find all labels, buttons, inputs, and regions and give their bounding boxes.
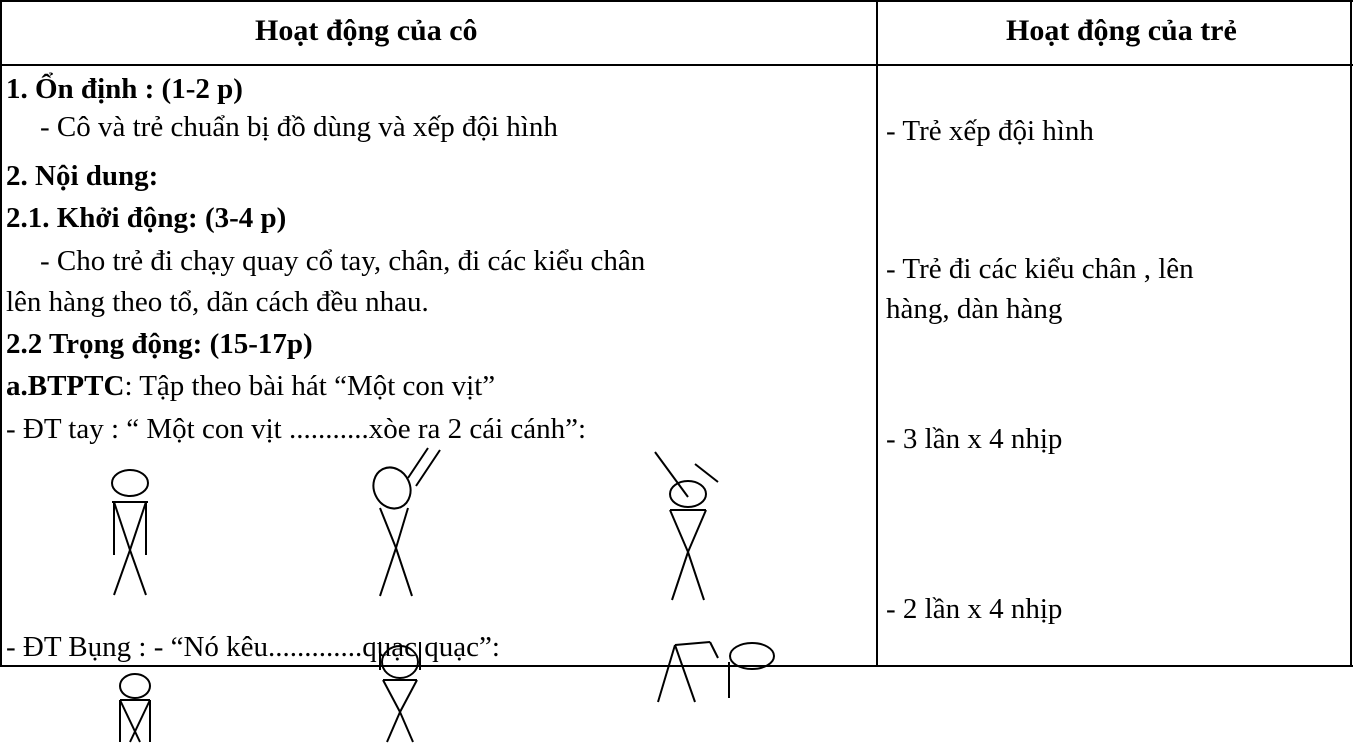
child-xep-doi-hinh: - Trẻ xếp đội hình <box>886 115 1094 147</box>
header-teacher-activity: Hoạt động của cô <box>255 14 478 47</box>
table-header-divider <box>0 64 1353 66</box>
child-bung-reps: - 2 lần x 4 nhịp <box>886 593 1063 625</box>
table-column-divider <box>876 0 878 667</box>
section-noi-dung-title: 2. Nội dung: <box>6 160 159 192</box>
figure-bending-forward <box>657 641 775 703</box>
khoi-dong-text-1: - Cho trẻ đi chạy quay cổ tay, chân, đi … <box>40 245 646 277</box>
header-child-activity: Hoạt động của trẻ <box>1006 14 1237 47</box>
figure-arms-down <box>111 469 149 596</box>
child-kieu-chan-2: hàng, dàn hàng <box>886 293 1063 325</box>
section-trong-dong-title: 2.2 Trọng động: (15-17p) <box>6 328 313 360</box>
on-dinh-text: - Cô và trẻ chuẩn bị đồ dùng và xếp đội … <box>40 111 558 143</box>
figure-arms-up <box>372 447 441 597</box>
figure-arms-over-head <box>654 451 719 601</box>
child-kieu-chan-1: - Trẻ đi các kiểu chân , lên <box>886 253 1194 285</box>
table-border-top <box>0 0 1353 2</box>
khoi-dong-text-2: lên hàng theo tổ, dãn cách đều nhau. <box>6 286 429 318</box>
section-khoi-dong-title: 2.1. Khởi động: (3-4 p) <box>6 202 287 234</box>
section-on-dinh-title: 1. Ổn định : (1-2 p) <box>6 73 243 105</box>
table-border-left <box>0 0 2 667</box>
figure-hands-on-hips <box>119 673 151 743</box>
child-tay-reps: - 3 lần x 4 nhịp <box>886 423 1063 455</box>
btptc-label: a.BTPTC <box>6 370 125 402</box>
table-border-bottom <box>0 665 1353 667</box>
btptc-line: a.BTPTC: Tập theo bài hát “Một con vịt” <box>6 367 495 405</box>
btptc-text: : Tập theo bài hát “Một con vịt” <box>124 370 496 402</box>
dt-tay-text: - ĐT tay : “ Một con vịt ...........xòe … <box>6 413 587 445</box>
table-border-right <box>1350 0 1352 667</box>
dt-bung-text: - ĐT Bụng : - “Nó kêu.............quạc q… <box>6 631 500 663</box>
figure-hands-over-head <box>379 642 421 743</box>
